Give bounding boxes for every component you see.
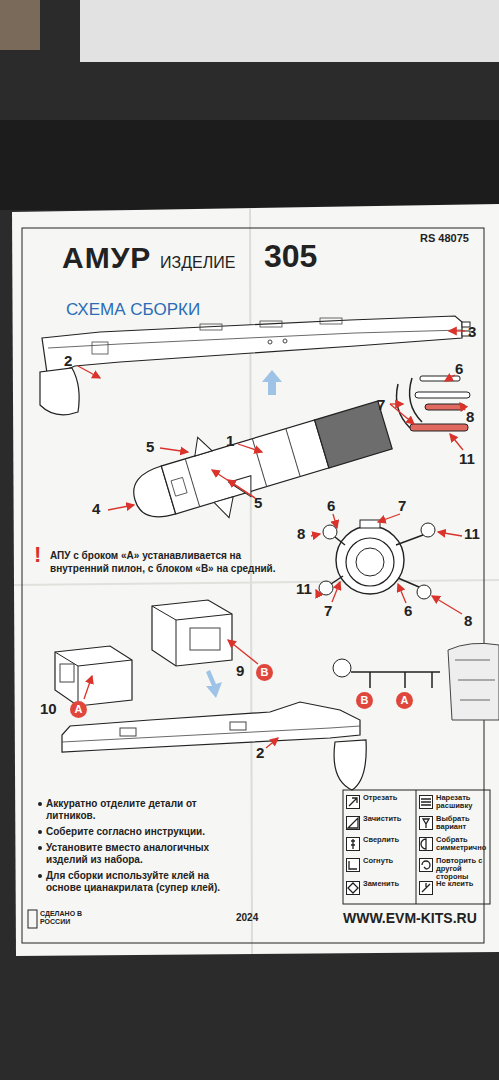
callout-number: 3 xyxy=(468,323,476,340)
callout-number: 5 xyxy=(146,438,154,455)
callout-number: 11 xyxy=(464,525,480,542)
legend-symbol xyxy=(346,816,360,830)
callout-number: 1 xyxy=(226,432,234,449)
legend-symbol xyxy=(419,795,433,809)
callout-number: 4 xyxy=(92,500,100,517)
legend-text: Нарезать расшивку xyxy=(436,794,488,810)
kit-code: RS 48075 xyxy=(420,232,469,245)
legend-text: Выбрать вариант xyxy=(436,815,488,831)
bullet-dot xyxy=(38,802,42,806)
instruction-item: Установите вместо аналогичных изделий из… xyxy=(46,842,226,866)
instruction-item: Для сборки используйте клей на основе ци… xyxy=(46,870,226,894)
legend-symbol xyxy=(419,858,433,872)
instruction-item: Аккуратно отделите детали от литников. xyxy=(46,798,226,822)
year: 2024 xyxy=(236,912,258,924)
legend-symbol xyxy=(346,837,360,851)
instruction-item: Соберите согласно инструкции. xyxy=(46,826,226,838)
callout-number: 10 xyxy=(40,700,57,717)
callout-number: 8 xyxy=(464,612,472,629)
variant-letter: B xyxy=(261,667,269,678)
callout-number: 7 xyxy=(324,602,332,619)
legend-text: Зачистить xyxy=(363,815,415,823)
callout-number: 6 xyxy=(327,497,335,514)
variant-letter: A xyxy=(401,695,409,706)
variant-circle: A xyxy=(396,692,413,709)
callout-number: 7 xyxy=(377,396,385,413)
subtitle: ИЗДЕЛИЕ xyxy=(160,254,235,272)
legend-symbol xyxy=(346,858,360,872)
title: АМУР xyxy=(62,240,151,275)
callout-number: 6 xyxy=(404,602,412,619)
callout-number: 11 xyxy=(459,450,475,467)
legend-symbol xyxy=(346,881,360,895)
callout-number: 6 xyxy=(455,360,463,377)
legend-text: Собрать симметрично xyxy=(436,836,488,852)
origin-badge: СДЕЛАНО В РОССИИ xyxy=(40,910,88,926)
legend-symbol xyxy=(419,881,433,895)
callout-number: 5 xyxy=(254,494,262,511)
bullet-dot xyxy=(38,846,42,850)
callout-number: 7 xyxy=(398,497,406,514)
bullet-dot xyxy=(38,874,42,878)
legend-text: Повторить с другой стороны xyxy=(436,857,488,881)
note-text: АПУ с броком «А» устанавливается на внут… xyxy=(50,549,300,575)
website: WWW.EVM-KITS.RU xyxy=(343,910,477,926)
legend-symbol xyxy=(419,837,433,851)
warning-mark: ! xyxy=(34,542,41,567)
bullet-dot xyxy=(38,830,42,834)
callout-number: 11 xyxy=(296,580,312,597)
variant-circle: B xyxy=(356,692,373,709)
variant-letter: A xyxy=(75,704,83,715)
legend-symbol xyxy=(346,795,360,809)
variant-letter: B xyxy=(361,695,369,706)
variant-circle: A xyxy=(70,701,87,718)
legend-text: Согнуть xyxy=(363,857,415,865)
callout-number: 9 xyxy=(236,662,244,679)
callout-number: 8 xyxy=(297,525,305,542)
product-number: 305 xyxy=(264,238,317,275)
callout-number: 2 xyxy=(256,744,264,761)
section-heading: СХЕМА СБОРКИ xyxy=(66,300,200,320)
legend-text: Заменить xyxy=(363,880,415,888)
variant-circle: B xyxy=(256,664,273,681)
legend-text: Отрезать xyxy=(363,794,415,802)
callout-number: 2 xyxy=(64,352,72,369)
legend-text: Не клеить xyxy=(436,880,488,888)
legend-text: Сверлить xyxy=(363,836,415,844)
callout-number: 8 xyxy=(466,408,474,425)
legend-symbol xyxy=(419,816,433,830)
